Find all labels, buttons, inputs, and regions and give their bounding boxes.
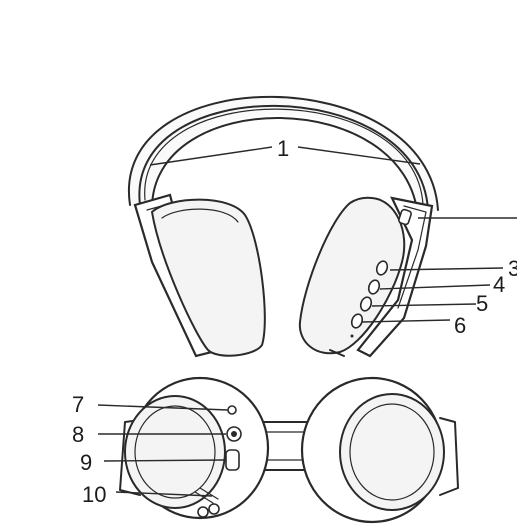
aux-jack-center [231,431,237,437]
left-ear-cup [133,193,266,358]
button-6 [350,313,364,329]
micro-usb-port [225,449,240,471]
headband [127,95,439,219]
headphones-front-view [127,95,439,358]
callout-3: 3 [508,256,517,281]
callout-labels: 1 3 4 5 6 7 8 9 10 [72,136,517,507]
led-indicator [227,405,237,415]
callout-8: 8 [72,422,84,447]
callout-7: 7 [72,392,84,417]
folded-right-cup [300,376,459,524]
headphones-folded-view [119,376,459,524]
callout-9: 9 [80,450,92,475]
button-3 [375,260,389,276]
microphone-hole [350,334,354,338]
leader-lines [97,146,517,497]
folded-left-cup [119,376,270,520]
power-port [398,208,412,226]
callout-6: 6 [454,313,466,338]
button-5 [359,296,373,312]
right-ear-cushion [298,196,406,355]
callout-4: 4 [493,272,505,297]
button-4 [367,279,381,295]
left-ear-cushion [150,198,266,357]
right-ear-cup [298,196,434,358]
callout-10: 10 [82,482,106,507]
callout-5: 5 [476,291,488,316]
callout-1: 1 [277,136,289,161]
